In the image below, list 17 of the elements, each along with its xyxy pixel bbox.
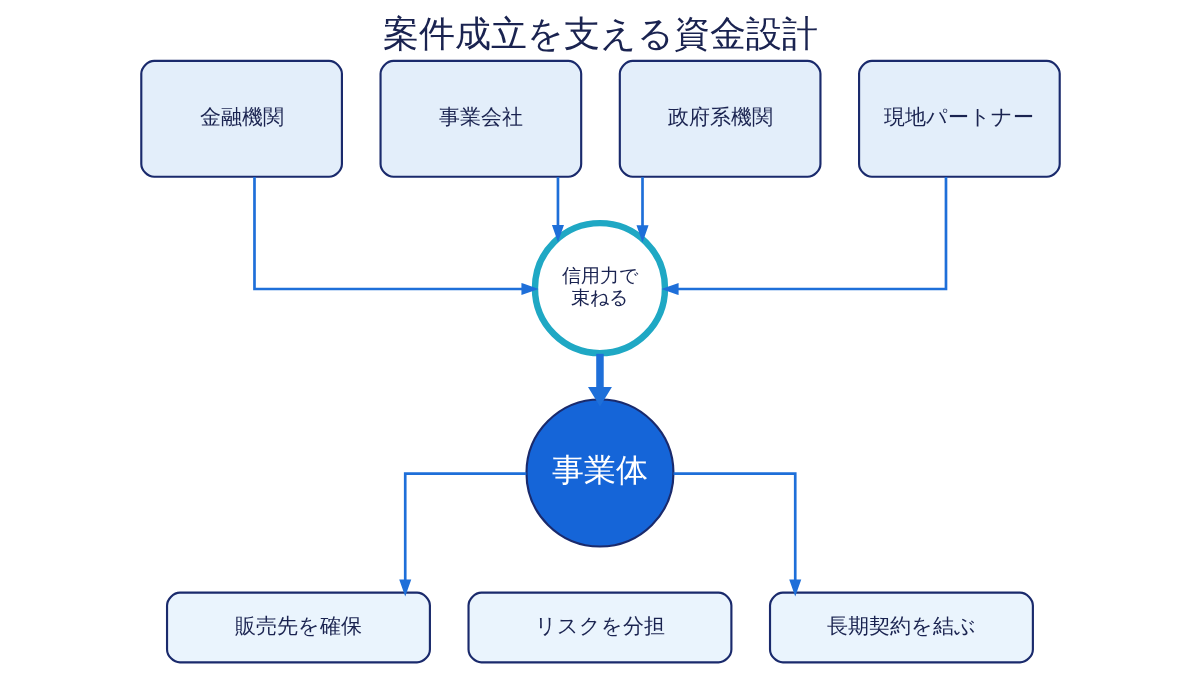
- arrow: [673, 472, 801, 597]
- arrow: [551, 177, 564, 243]
- node-box: 政府系機関: [618, 59, 822, 178]
- arrow: [398, 472, 526, 597]
- diagram-title: 案件成立を支える資金設計: [382, 12, 818, 56]
- arrow: [660, 176, 947, 295]
- node-box: 長期契約を結ぶ: [768, 591, 1034, 664]
- node-circle: 事業体: [524, 398, 675, 548]
- node-circle: 信用力で束ねる: [531, 219, 668, 357]
- node-box: 販売先を確保: [165, 591, 431, 664]
- node-box: 金融機関: [139, 59, 343, 178]
- node-box: 事業会社: [378, 59, 582, 178]
- arrow: [587, 353, 612, 407]
- node-box: リスクを分担: [466, 591, 732, 664]
- node-box: 現地パートナー: [857, 59, 1061, 178]
- arrow: [636, 177, 649, 243]
- arrow: [252, 176, 539, 295]
